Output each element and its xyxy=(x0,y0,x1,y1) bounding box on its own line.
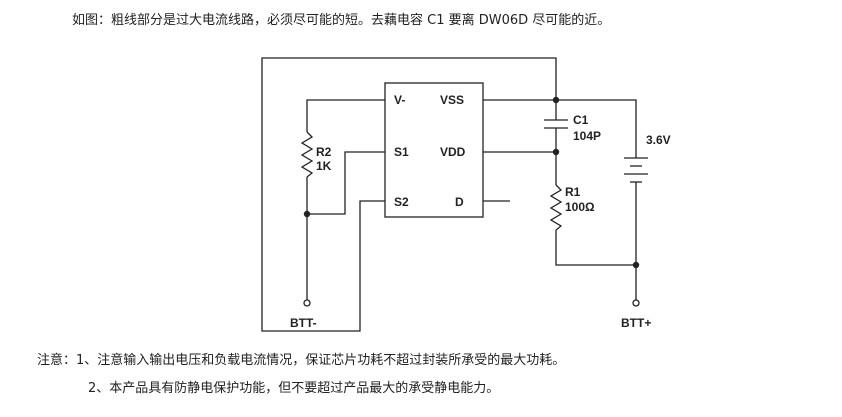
pin-label-s2: S2 xyxy=(394,195,409,209)
btt-plus-terminal xyxy=(632,299,640,307)
pin-label-vminus: V- xyxy=(394,93,405,107)
pin-label-vss: VSS xyxy=(440,93,464,107)
r2-value: 1K xyxy=(316,159,332,173)
outer-wire xyxy=(261,57,557,332)
junction-dot xyxy=(552,96,560,104)
r1-name: R1 xyxy=(565,185,581,199)
r1-value: 100Ω xyxy=(565,200,595,214)
wire-vminus xyxy=(306,99,385,132)
r2-name: R2 xyxy=(316,145,332,159)
c1-value: 104P xyxy=(573,129,601,143)
btt-plus-label: BTT+ xyxy=(621,316,651,330)
note-line-2: 2、本产品具有防静电保护功能，但不要超过产品最大的承受静电能力。 xyxy=(88,381,500,396)
wire-s1 xyxy=(307,151,385,215)
c1-name: C1 xyxy=(573,113,589,127)
r2-resistor xyxy=(300,131,314,178)
battery-voltage: 3.6V xyxy=(646,133,671,147)
intro-text: 如图：粗线部分是过大电流线路，必须尽可能的短。去藕电容 C1 要离 DW06D … xyxy=(72,13,611,28)
junction-dot xyxy=(552,148,560,156)
wire-r1-bottom xyxy=(555,230,636,266)
btt-minus-label: BTT- xyxy=(290,316,317,330)
note-line-1: 注意：1、注意输入输出电压和负载电流情况，保证芯片功耗不超过封装所承受的最大功耗… xyxy=(37,353,566,368)
junction-dot xyxy=(303,210,311,218)
junction-dot xyxy=(632,261,640,269)
pin-label-s1: S1 xyxy=(394,145,409,159)
r1-resistor xyxy=(549,184,563,231)
btt-minus-terminal xyxy=(303,299,311,307)
wire-battery-top xyxy=(556,99,637,158)
pin-label-vdd: VDD xyxy=(440,145,466,159)
chip-body xyxy=(384,82,484,218)
pin-label-d: D xyxy=(455,195,464,209)
